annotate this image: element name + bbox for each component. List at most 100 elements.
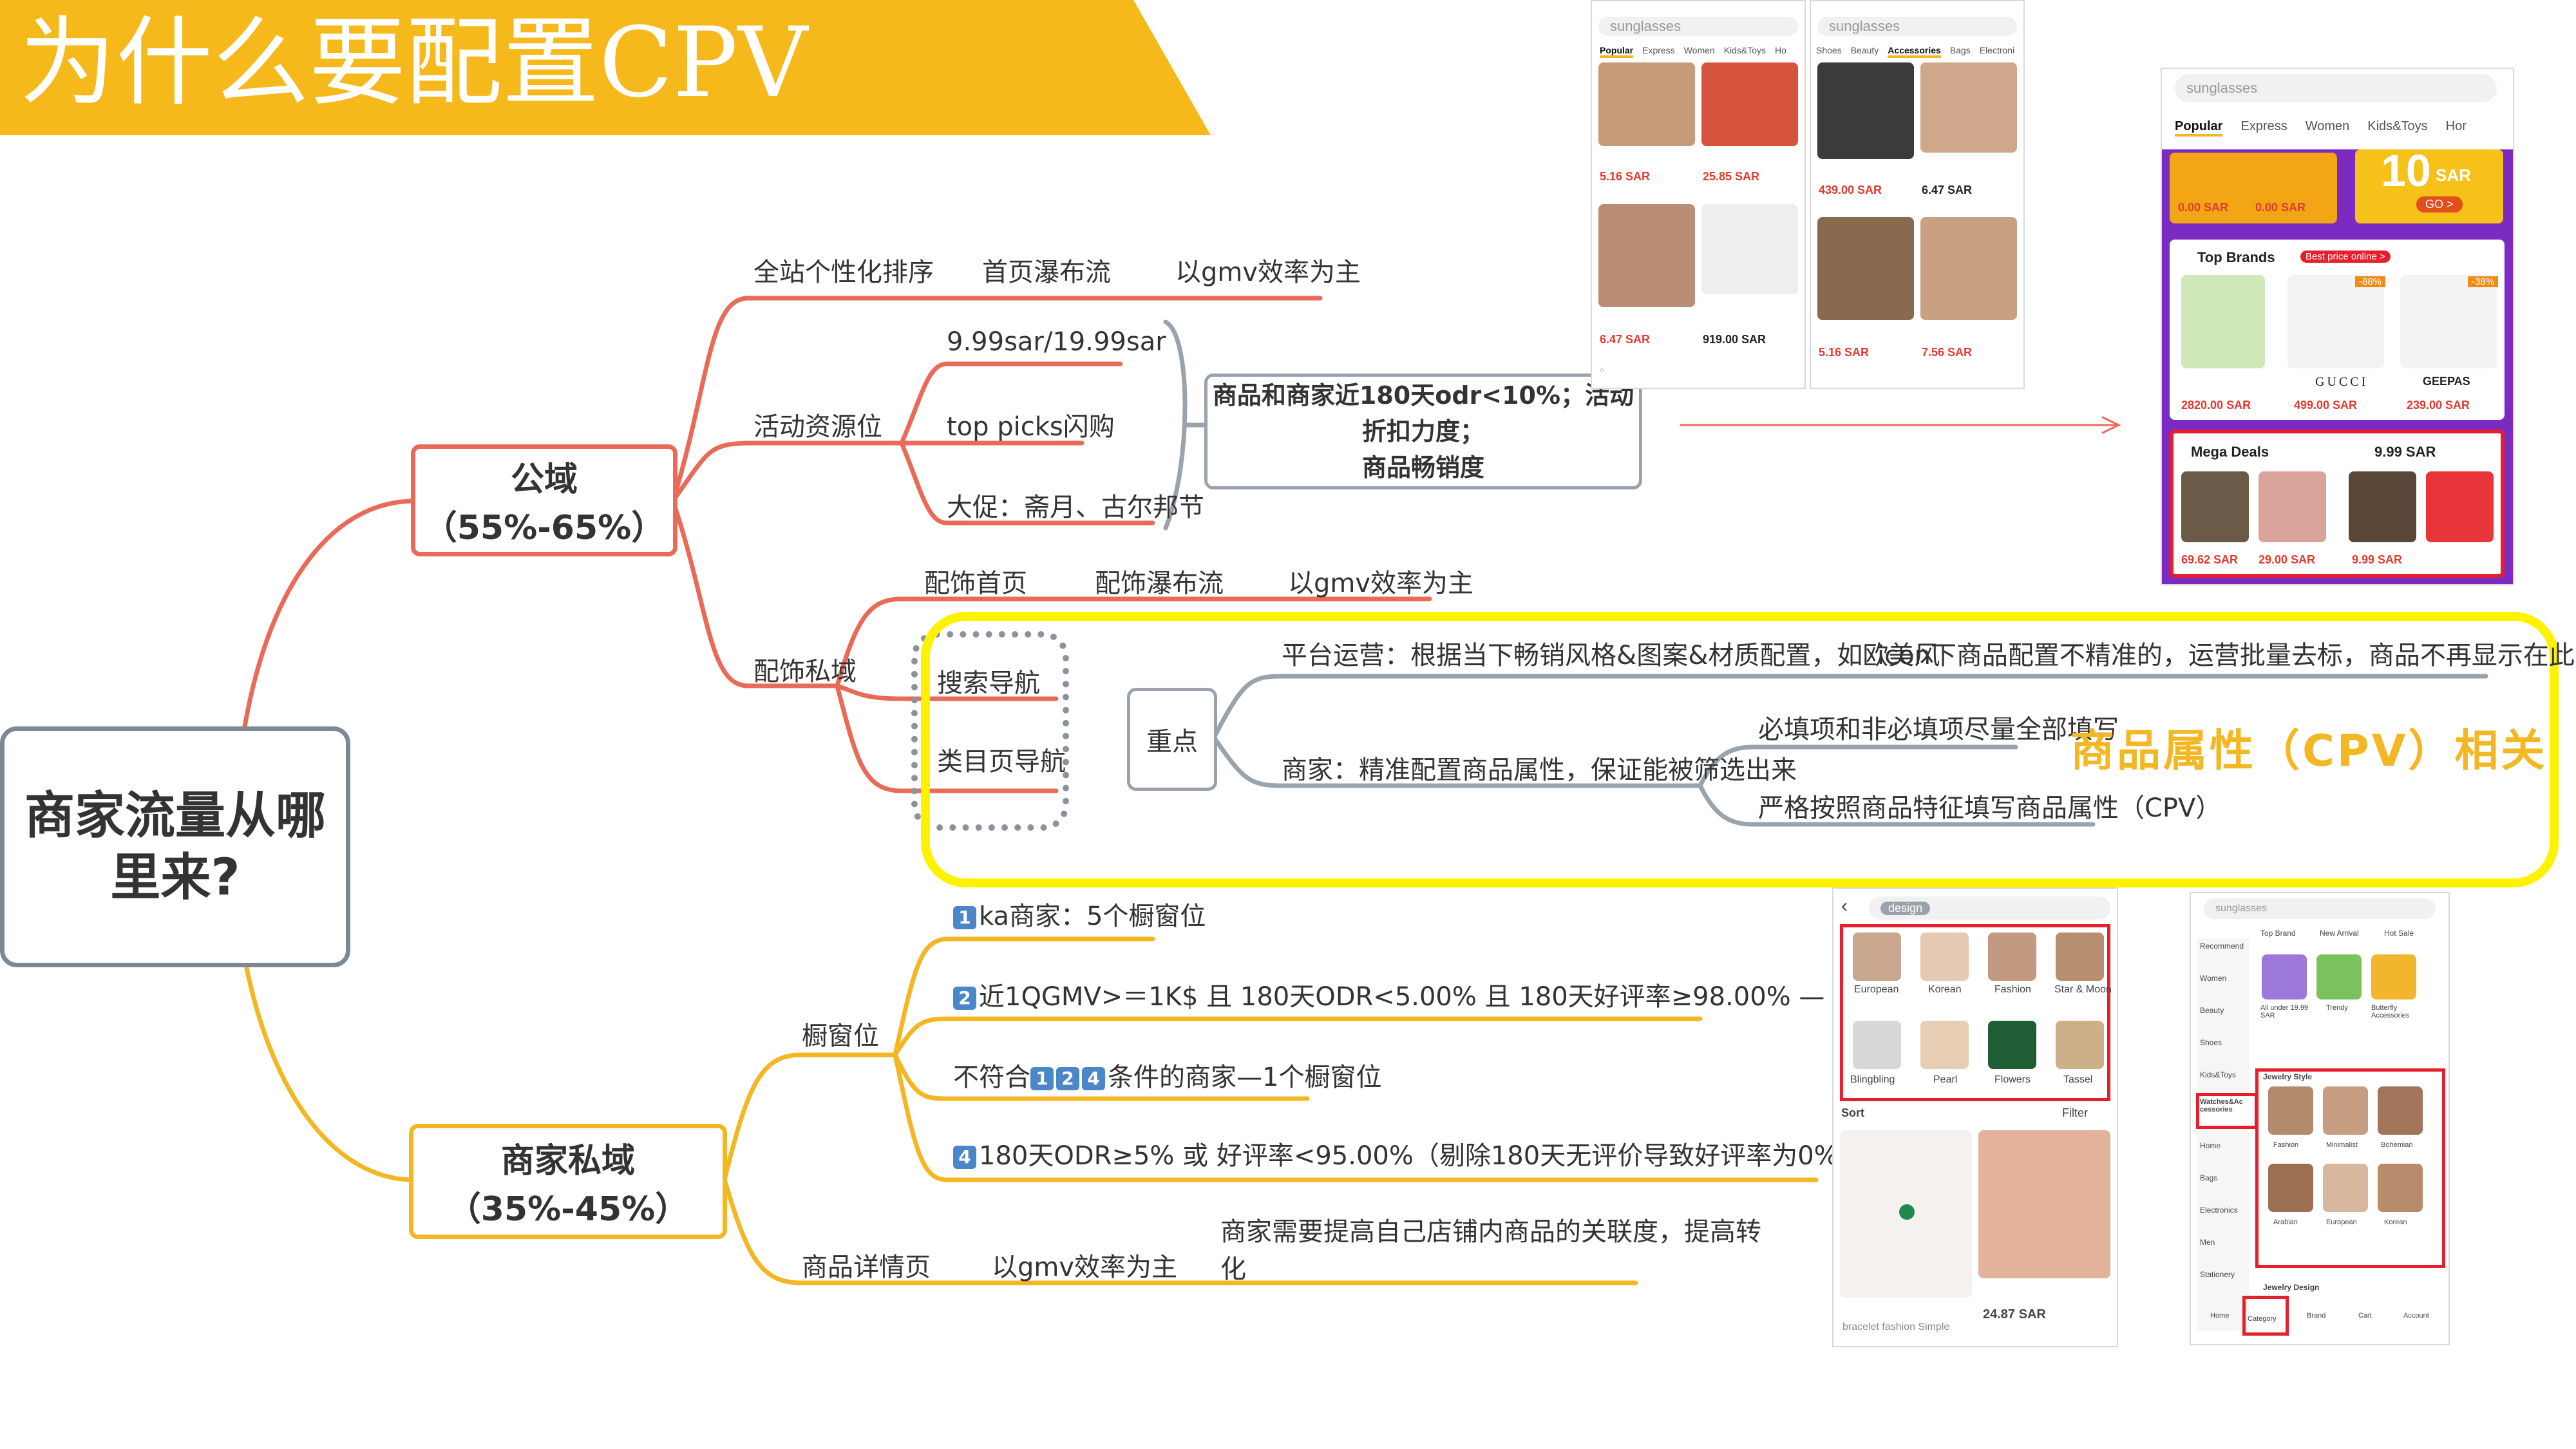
promo-thumb[interactable]: [2371, 954, 2416, 999]
tab-express[interactable]: Express: [1642, 45, 1675, 55]
product-image[interactable]: [1817, 217, 1914, 320]
sort-dropdown[interactable]: Sort: [1841, 1106, 1864, 1119]
top-tab[interactable]: Hot Sale: [2384, 929, 2414, 938]
style-thumb[interactable]: [2378, 1164, 2423, 1212]
bottom-nav-cart[interactable]: Cart: [2358, 1312, 2372, 1320]
style-thumb[interactable]: [2056, 933, 2104, 981]
merchant-attr-label: 商家：精准配置商品属性，保证能被筛选出来: [1282, 755, 1797, 785]
style-thumb[interactable]: [1853, 1021, 1901, 1069]
style-thumb[interactable]: [1988, 1021, 2036, 1069]
bottom-nav-account[interactable]: Account: [2403, 1312, 2429, 1320]
filter-button[interactable]: Filter: [2062, 1106, 2088, 1119]
sidebar-item[interactable]: Women: [2200, 974, 2227, 983]
deal-product[interactable]: [2181, 471, 2249, 542]
search-input[interactable]: sunglasses: [1598, 17, 1798, 36]
promo-thumb[interactable]: [2262, 954, 2307, 999]
style-thumb[interactable]: [1988, 933, 2036, 981]
tab-electronics[interactable]: Electroni: [1979, 45, 2015, 55]
top-tab[interactable]: Top Brand: [2260, 929, 2296, 938]
style-thumb[interactable]: [2268, 1164, 2313, 1212]
brand-product-phone[interactable]: [2181, 275, 2265, 368]
tab-home[interactable]: Hor: [2445, 119, 2467, 133]
sidebar-item[interactable]: Stationery: [2200, 1270, 2235, 1279]
sidebar-item[interactable]: Bags: [2200, 1173, 2218, 1182]
style-thumb[interactable]: [2323, 1164, 2368, 1212]
brand-product-sunglasses[interactable]: [2287, 275, 2384, 368]
app-screenshot-promo: sunglasses Popular Express Women Kids&To…: [2161, 68, 2514, 585]
product-image[interactable]: [1920, 217, 2017, 320]
deal-product[interactable]: [2259, 471, 2326, 542]
sidebar-item[interactable]: Recommend: [2200, 942, 2244, 951]
style-thumb[interactable]: [2056, 1021, 2104, 1069]
product-image[interactable]: [1920, 62, 2017, 153]
tab-women[interactable]: Women: [1683, 45, 1715, 55]
bottom-nav-category[interactable]: Category: [2248, 1315, 2277, 1323]
tab-beauty[interactable]: Beauty: [1850, 45, 1879, 55]
top-brands-title: Top Brands: [2197, 249, 2275, 265]
search-tag[interactable]: design: [1880, 901, 1931, 915]
keycap-4-icon: 4: [953, 1146, 976, 1169]
style-thumb[interactable]: [2268, 1086, 2313, 1135]
promo-label: Butterfly Accessories: [2371, 1004, 2410, 1019]
tab-express[interactable]: Express: [2240, 119, 2287, 133]
category-sidebar: [2197, 938, 2249, 1331]
keycap-2-icon: 2: [953, 987, 976, 1010]
sidebar-item[interactable]: Home: [2200, 1141, 2221, 1150]
search-input[interactable]: design: [1869, 896, 2110, 920]
search-input[interactable]: sunglasses: [2175, 74, 2497, 102]
top-tab[interactable]: New Arrival: [2320, 929, 2359, 938]
deal-price: 69.62 SAR: [2181, 553, 2239, 566]
promo-thumb[interactable]: [2316, 954, 2362, 999]
tab-home[interactable]: Ho: [1775, 45, 1786, 55]
tab-women[interactable]: Women: [2305, 119, 2350, 133]
sidebar-item[interactable]: Men: [2200, 1238, 2215, 1247]
deal-price: 29.00 SAR: [2259, 553, 2316, 566]
style-thumb[interactable]: [1920, 1021, 1969, 1069]
style-thumb[interactable]: [2323, 1086, 2368, 1135]
sidebar-item[interactable]: Shoes: [2200, 1038, 2222, 1047]
search-input[interactable]: sunglasses: [2204, 898, 2436, 919]
product-price: 24.87 SAR: [1983, 1307, 2046, 1321]
product-image[interactable]: [1701, 204, 1798, 294]
deal-product[interactable]: [2426, 471, 2494, 542]
sidebar-item[interactable]: Kids&Toys: [2200, 1070, 2237, 1079]
category-tabs: Popular Express Women Kids&Toys Ho: [1600, 45, 1786, 58]
keycap-1-icon: 1: [953, 906, 976, 929]
sidebar-item-watches[interactable]: Watches&Ac cessories: [2200, 1098, 2243, 1113]
root-node: 商家流量从哪 里来?: [0, 726, 350, 967]
tab-shoes[interactable]: Shoes: [1816, 45, 1842, 55]
tab-popular[interactable]: Popular: [1600, 45, 1634, 58]
bottom-nav-home[interactable]: Home: [2210, 1312, 2230, 1320]
brand-product-fryer[interactable]: [2400, 275, 2497, 368]
search-input[interactable]: sunglasses: [1817, 17, 2017, 36]
style-thumb[interactable]: [2378, 1086, 2423, 1135]
style-thumb[interactable]: [1920, 933, 1969, 981]
back-arrow-icon[interactable]: ‹: [1841, 895, 1848, 916]
product-image[interactable]: [1598, 204, 1695, 307]
coupon-go-button[interactable]: GO >: [2416, 196, 2463, 213]
category-nav-label: 类目页导航: [937, 747, 1066, 777]
deal-product[interactable]: [2349, 471, 2416, 542]
deal-price: 9.99 SAR: [2352, 553, 2403, 566]
coupon-card[interactable]: [2170, 153, 2337, 223]
mega-deals-title: Mega Deals: [2191, 444, 2269, 460]
product-image[interactable]: [1978, 1130, 2110, 1278]
tab-bags[interactable]: Bags: [1949, 45, 1971, 55]
tab-popular[interactable]: Popular: [2175, 119, 2223, 137]
keycap-4-icon: 4: [1082, 1067, 1105, 1090]
sidebar-item[interactable]: Electronics: [2200, 1206, 2238, 1215]
style-thumb[interactable]: [1853, 933, 1901, 981]
tab-kids[interactable]: Kids&Toys: [2367, 119, 2428, 133]
top-brands-tag[interactable]: Best price online >: [2300, 251, 2391, 263]
product-image[interactable]: [1701, 62, 1798, 146]
activity-item-3: 大促：斋月、古尔邦节: [947, 493, 1204, 522]
tab-kids[interactable]: Kids&Toys: [1723, 45, 1766, 55]
sidebar-item[interactable]: Beauty: [2200, 1006, 2224, 1015]
bottom-nav-home-icon[interactable]: ⌂: [1600, 365, 1605, 374]
bottom-nav-brand[interactable]: Brand: [2307, 1312, 2326, 1320]
product-image[interactable]: [1817, 62, 1914, 159]
tab-accessories[interactable]: Accessories: [1888, 45, 1941, 58]
gmv-efficiency-note: 以gmv效率为主: [1175, 258, 1361, 287]
product-image[interactable]: [1598, 62, 1695, 146]
